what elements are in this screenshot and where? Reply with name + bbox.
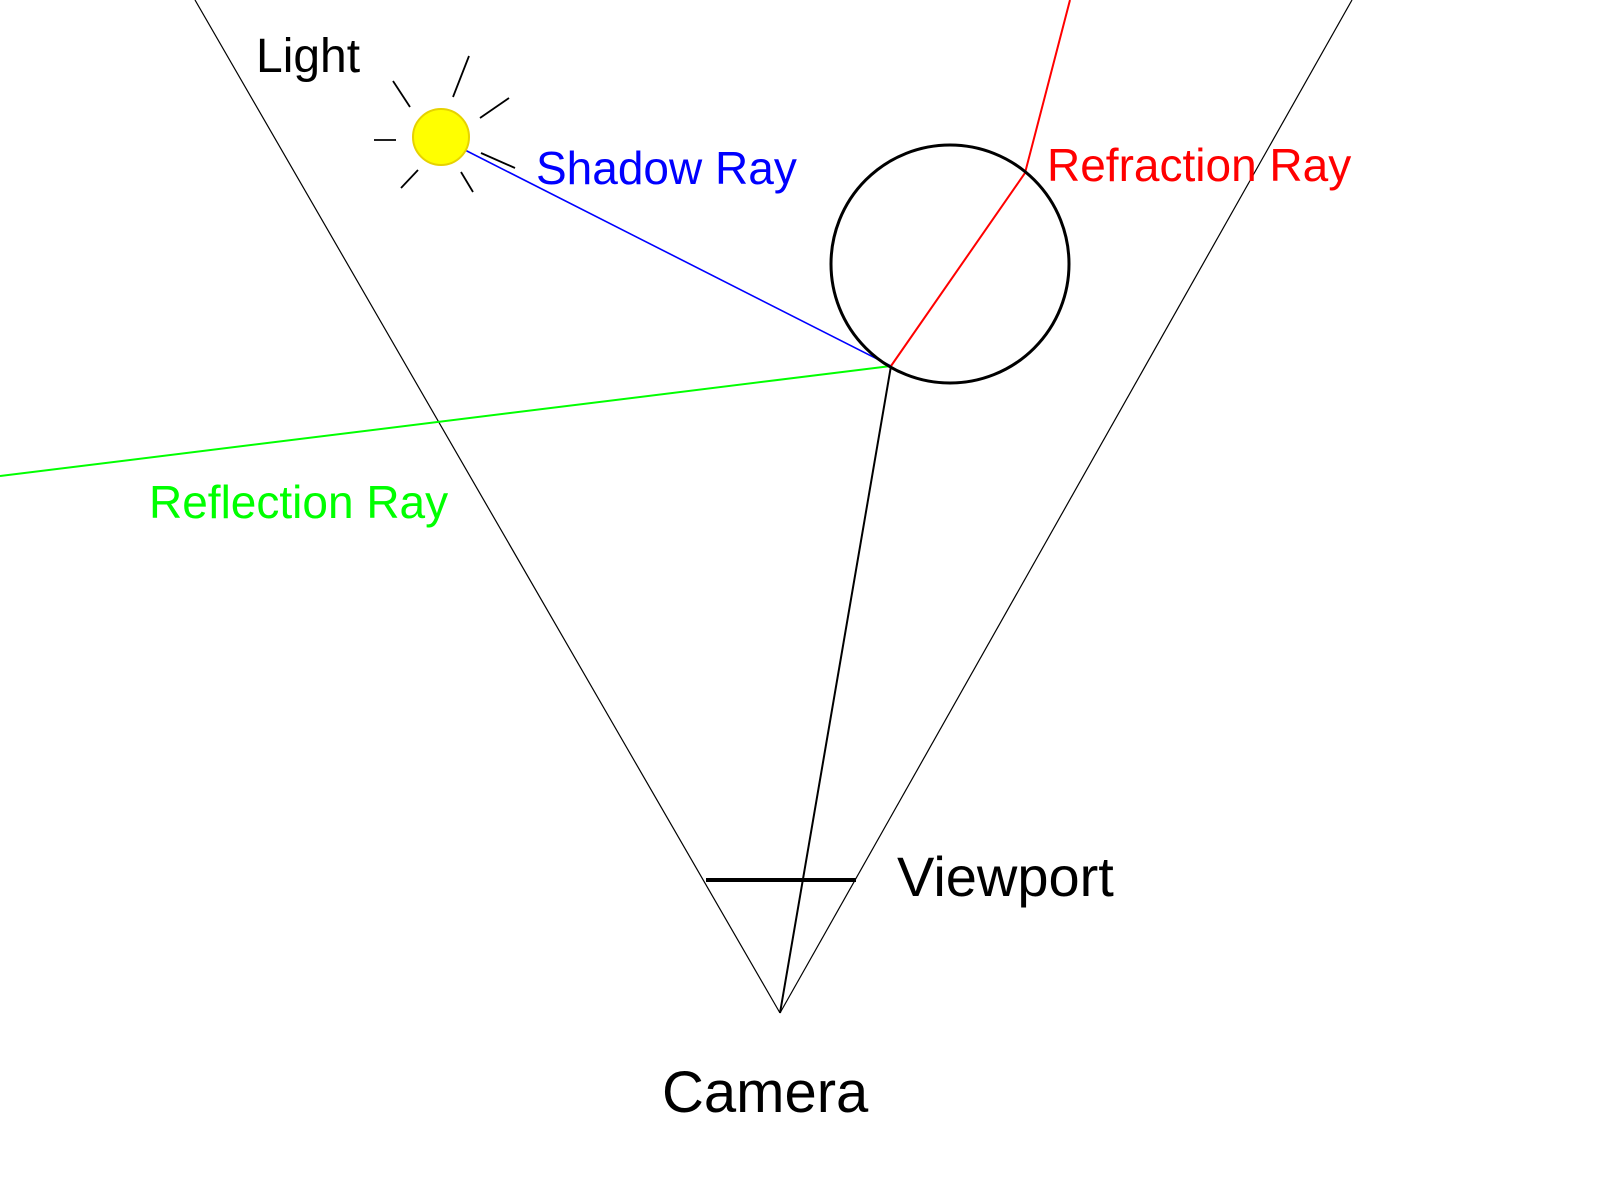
frustum-right-edge <box>779 0 1353 1014</box>
shadow-ray <box>460 147 892 367</box>
camera-label: Camera <box>662 1060 869 1125</box>
reflection-ray-label: Reflection Ray <box>149 476 448 528</box>
sun-ray <box>452 55 470 98</box>
viewport-label: Viewport <box>897 845 1114 908</box>
primary-ray <box>779 365 892 1014</box>
sun-icon <box>374 55 516 193</box>
sun-ray <box>392 80 411 108</box>
sun-ray <box>460 171 474 193</box>
refraction-ray-label: Refraction Ray <box>1047 139 1351 191</box>
shadow-ray-label: Shadow Ray <box>536 142 797 194</box>
frustum-left-edge <box>194 0 781 1014</box>
reflection-ray <box>0 365 892 477</box>
sun-ray <box>480 152 516 169</box>
sun-ray <box>400 169 419 189</box>
sun-disc <box>412 108 470 166</box>
sphere-object <box>829 143 1071 385</box>
light-label: Light <box>256 30 360 83</box>
sun-ray <box>479 97 510 119</box>
